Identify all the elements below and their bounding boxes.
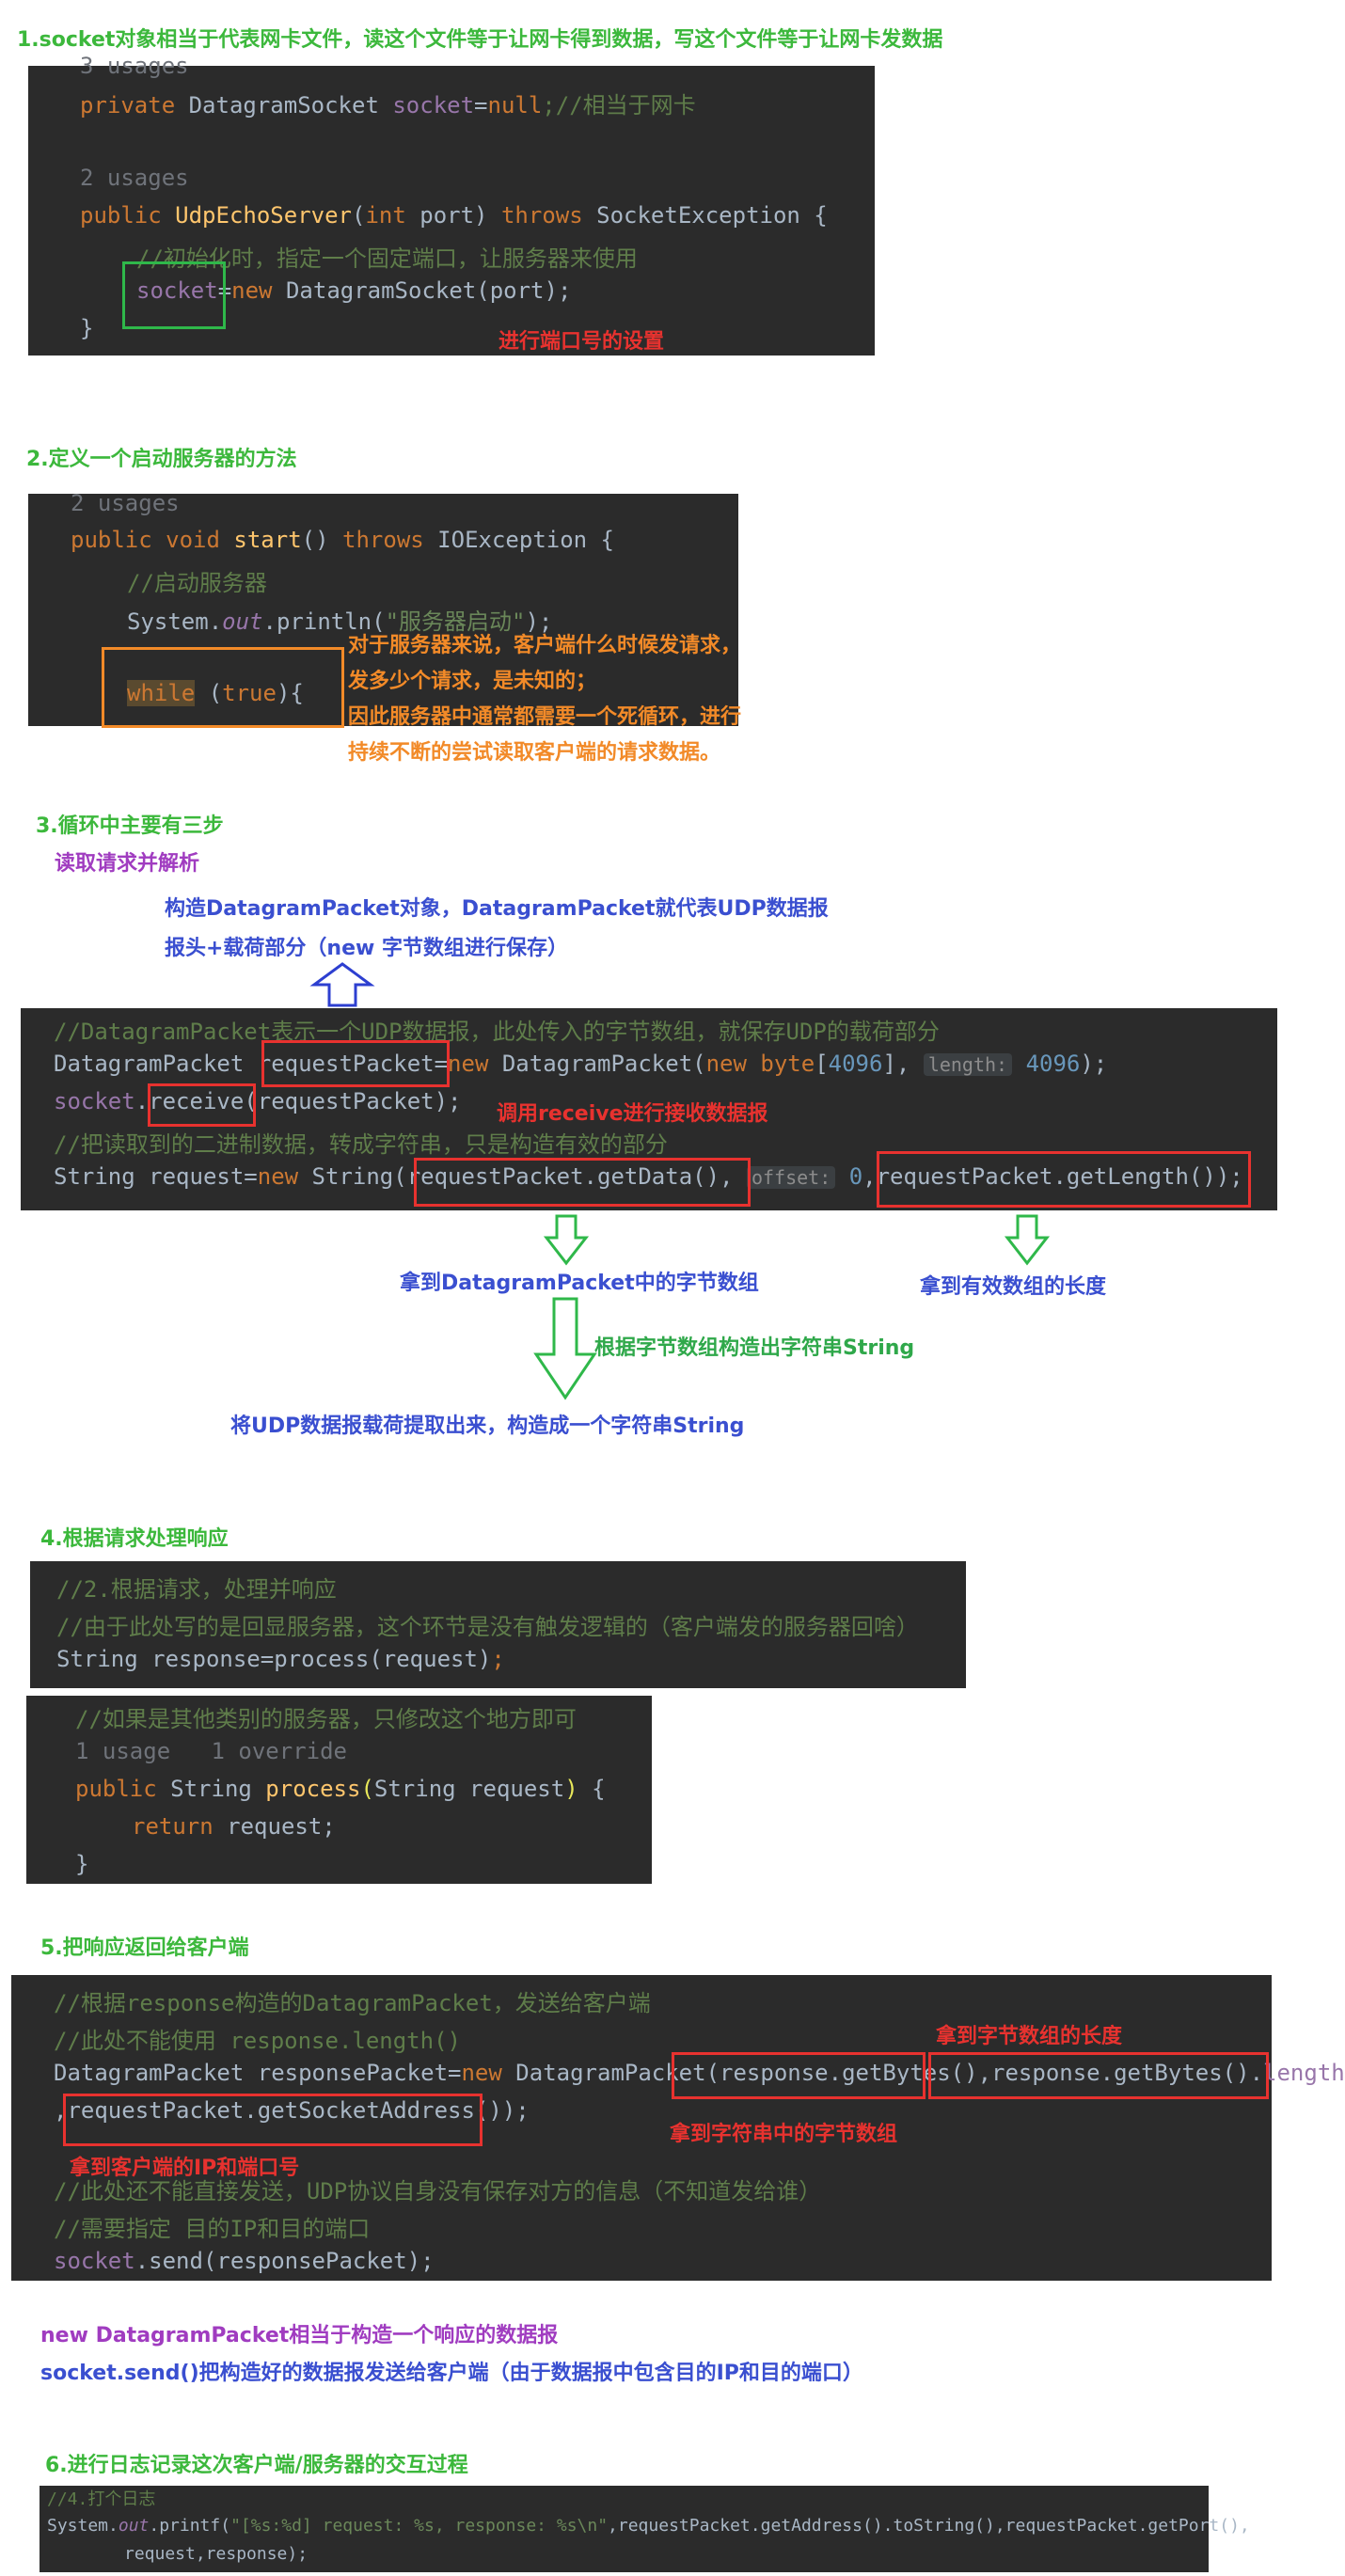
code-comment: //需要指定 目的IP和目的端口 xyxy=(54,2216,371,2242)
section2-code-block: 2 usages public void start() throws IOEx… xyxy=(28,490,738,726)
section5-code-block: //根据response构造的DatagramPacket，发送给客户端 //此… xyxy=(11,1975,1345,2281)
note-line: 持续不断的尝试读取客户端的请求数据。 xyxy=(348,741,721,765)
code-line: } xyxy=(75,1851,89,1877)
up-arrow-icon xyxy=(309,962,375,1007)
section6-code-block: //4.打个日志 System.out.printf("[%s:%d] requ… xyxy=(40,2486,1250,2572)
section1-heading: 1.socket对象相当于代表网卡文件，读这个文件等于让网卡得到数据，写这个文件… xyxy=(17,28,943,52)
code-comment: //4.打个日志 xyxy=(47,2489,156,2509)
while-loop-highlight-box xyxy=(102,647,344,728)
build-string-annotation: 根据字节数组构造出字符串String xyxy=(594,1336,915,1360)
section1-code-block: 3 usages private DatagramSocket socket=n… xyxy=(28,53,875,356)
receive-box xyxy=(148,1083,256,1127)
section5-note2: socket.send()把构造好的数据报发送给客户端（由于数据报中包含目的IP… xyxy=(40,2362,863,2385)
get-data-box xyxy=(414,1158,751,1207)
code-line: public String process(String request) { xyxy=(75,1776,606,1802)
section1-note: 进行端口号的设置 xyxy=(498,330,665,354)
section4-code-block-a: //2.根据请求，处理并响应 //由于此处写的是回显服务器，这个环节是没有触发逻… xyxy=(30,1561,966,1688)
code-line: public UdpEchoServer(int port) throws So… xyxy=(80,202,828,229)
code-line: System.out.printf("[%s:%d] request: %s, … xyxy=(47,2516,1250,2536)
socket-address-box xyxy=(63,2094,483,2146)
bytes-length-note: 拿到字节数组的长度 xyxy=(936,2025,1123,2048)
section5-note1: new DatagramPacket相当于构造一个响应的数据报 xyxy=(40,2324,559,2347)
code-line: DatagramPacket requestPacket=new Datagra… xyxy=(54,1051,1108,1077)
code-line: String response=process(request); xyxy=(56,1646,505,1672)
code-line: } xyxy=(80,315,94,341)
code-comment: //根据response构造的DatagramPacket，发送给客户端 xyxy=(54,1990,651,2016)
big-down-arrow-icon xyxy=(533,1297,597,1400)
usages-hint: 1 usage 1 override xyxy=(75,1738,347,1764)
section3-heading: 3.循环中主要有三步 xyxy=(36,814,224,838)
section5-heading: 5.把响应返回给客户端 xyxy=(40,1936,249,1960)
code-comment: //DatagramPacket表示一个UDP数据报，此处传入的字节数组，就保存… xyxy=(54,1019,940,1045)
usages-hint: 2 usages xyxy=(80,165,189,191)
usages-hint: 2 usages xyxy=(71,490,180,516)
code-line: while (true){ xyxy=(127,680,304,706)
code-comment: //初始化时，指定一个固定端口，让服务器来使用 xyxy=(136,245,638,272)
get-bytes-box xyxy=(672,2052,926,2099)
down-arrow-icon xyxy=(1004,1214,1051,1266)
section3-code-block: //DatagramPacket表示一个UDP数据报，此处传入的字节数组，就保存… xyxy=(21,1008,1277,1210)
down-arrow-icon xyxy=(543,1214,590,1266)
usages-hint: 3 usages xyxy=(80,53,189,79)
get-length-box xyxy=(877,1151,1251,1208)
code-line: request,response); xyxy=(124,2544,309,2564)
section2-note: 对于服务器来说，客户端什么时候发请求， 发多少个请求，是未知的； 因此服务器中通… xyxy=(348,628,741,771)
length-annotation: 拿到有效数组的长度 xyxy=(920,1275,1107,1299)
code-comment: //此处不能使用 response.length() xyxy=(54,2028,461,2054)
note-line: 因此服务器中通常都需要一个死循环，进行 xyxy=(348,705,742,729)
code-line: socket.receive(requestPacket); xyxy=(54,1088,462,1114)
packet-desc-line2: 报头+载荷部分（new 字节数组进行保存） xyxy=(165,937,569,960)
code-comment: //由于此处写的是回显服务器，这个环节是没有触发逻辑的（客户端发的服务器回啥） xyxy=(56,1614,919,1640)
code-comment: //把读取到的二进制数据，转成字符串，只是构造有效的部分 xyxy=(54,1131,668,1158)
code-comment: //此处还不能直接发送，UDP协议自身没有保存对方的信息（不知道发给谁） xyxy=(54,2178,822,2205)
note-line: 发多少个请求，是未知的； xyxy=(348,670,597,693)
byte-array-annotation: 拿到DatagramPacket中的字节数组 xyxy=(400,1272,759,1295)
get-bytes-note: 拿到字符串中的字节数组 xyxy=(670,2123,898,2146)
section4-code-block-b: //如果是其他类别的服务器，只修改这个地方即可 1 usage 1 overri… xyxy=(26,1696,652,1884)
note-line: 对于服务器来说，客户端什么时候发请求， xyxy=(348,634,742,657)
code-line: private DatagramSocket socket=null;//相当于… xyxy=(80,92,696,119)
socket-address-note: 拿到客户端的IP和端口号 xyxy=(70,2157,300,2180)
code-line: DatagramPacket responsePacket=new Datagr… xyxy=(54,2060,1345,2086)
code-line: ,requestPacket.getSocketAddress()); xyxy=(54,2097,530,2124)
extract-payload-annotation: 将UDP数据报载荷提取出来，构造成一个字符串String xyxy=(230,1414,745,1438)
section2-heading: 2.定义一个启动服务器的方法 xyxy=(26,448,297,471)
section6-heading: 6.进行日志记录这次客户端/服务器的交互过程 xyxy=(45,2454,468,2477)
socket-highlight-box xyxy=(122,261,226,329)
code-comment: //2.根据请求，处理并响应 xyxy=(56,1576,337,1603)
packet-desc-line1: 构造DatagramPacket对象，DatagramPacket就代表UDP数… xyxy=(165,897,829,921)
section4-heading: 4.根据请求处理响应 xyxy=(40,1527,229,1551)
bytes-length-box xyxy=(928,2052,1269,2099)
code-line: System.out.println("服务器启动"); xyxy=(127,608,553,635)
code-line: String request=new String(requestPacket.… xyxy=(54,1163,1243,1190)
code-line: socket=new DatagramSocket(port); xyxy=(136,277,572,304)
receive-note: 调用receive进行接收数据报 xyxy=(497,1102,768,1126)
code-comment: //如果是其他类别的服务器，只修改这个地方即可 xyxy=(75,1706,577,1732)
code-comment: //启动服务器 xyxy=(127,570,267,596)
section3-subheading: 读取请求并解析 xyxy=(55,852,200,876)
request-packet-box xyxy=(261,1040,450,1087)
code-line: public void start() throws IOException { xyxy=(71,527,615,553)
code-line: socket.send(responsePacket); xyxy=(54,2248,435,2274)
code-line: return request; xyxy=(132,1813,336,1840)
